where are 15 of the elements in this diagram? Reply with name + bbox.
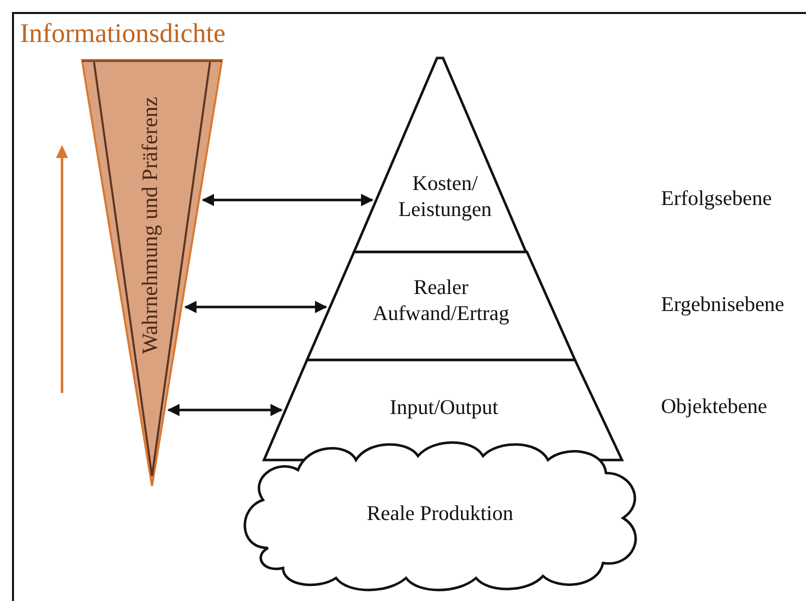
wedge-label: Wahrnehmung und Präferenz <box>137 95 163 356</box>
pyramid-layer <box>354 58 526 252</box>
layer-label: Input/Output <box>388 394 500 420</box>
level-label: Erfolgsebene <box>661 186 772 211</box>
layer-label: Realer Aufwand/Ertrag <box>372 274 510 326</box>
double-arrow <box>184 300 328 314</box>
pyramid-layer <box>307 252 575 360</box>
layer-label: Kosten/ Leistungen <box>397 170 493 222</box>
double-arrow <box>202 194 374 206</box>
wedge-shape <box>82 60 222 486</box>
title: Informationsdichte <box>20 18 226 49</box>
layer-label: Reale Produktion <box>366 500 514 526</box>
double-arrow <box>167 404 283 416</box>
level-label: Objektebene <box>661 394 768 419</box>
level-label: Ergebnisebene <box>661 292 784 317</box>
